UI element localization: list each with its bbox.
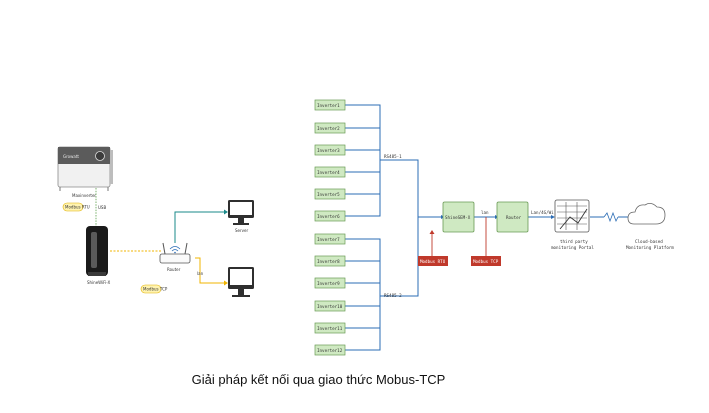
pc-monitor: [228, 267, 254, 297]
lan-small-label: lan: [481, 210, 489, 215]
modbus-rtu-tag-left: [62, 202, 84, 212]
inverter-box: Inverter4: [314, 166, 346, 178]
cloud-label-1: Cloud-based: [635, 239, 663, 244]
svg-text:Inverter6: Inverter6: [317, 214, 340, 219]
svg-text:Inverter8: Inverter8: [317, 259, 340, 264]
router-left: [159, 242, 191, 264]
modbus-rtu-right-text: Modbus RTU: [420, 259, 446, 264]
cloud-label-2: Monitoring Platform: [626, 245, 674, 250]
svg-text:Inverter11: Inverter11: [317, 326, 343, 331]
svg-text:Inverter10: Inverter10: [317, 304, 343, 309]
svg-text:Inverter5: Inverter5: [317, 192, 340, 197]
shinewifi-stick: [86, 226, 108, 276]
modbus-tcp-right-text: Modbus TCP: [473, 259, 499, 264]
server-label: Server: [235, 228, 248, 233]
router-label-right: Router: [506, 215, 522, 220]
svg-text:Inverter9: Inverter9: [317, 281, 340, 286]
lan-ui-label: Lan/4G/Wi: [531, 210, 554, 215]
portal-label-1: third party: [560, 239, 588, 244]
modbus-rtu-tag-text: Modbus RTU: [65, 205, 90, 210]
rs485-bus: [345, 104, 630, 351]
portal-label-2: monitoring Portal: [551, 245, 594, 250]
shinesem-box: [442, 201, 475, 233]
svg-text:Inverter2: Inverter2: [317, 126, 340, 131]
lan-label: lan: [197, 271, 204, 276]
wireless-signal: [603, 211, 619, 223]
svg-text:Inverter12: Inverter12: [317, 348, 343, 353]
svg-text:Inverter1: Inverter1: [317, 103, 340, 108]
usb-label: USB: [98, 205, 106, 210]
rs485-2-label: RS485-2: [384, 293, 402, 298]
portal-icon: [554, 199, 590, 233]
maxinverter: Growatt: [57, 146, 113, 191]
inverter-box: Inverter6: [314, 210, 346, 222]
pc-link: [195, 257, 224, 284]
modbus-rtu-tag-right: [418, 256, 448, 266]
inverter-list: Inverter1 Inverter2 Inverter3 Inverter4 …: [314, 99, 346, 356]
inverter-box: Inverter9: [314, 277, 346, 289]
inverter-box: Inverter3: [314, 144, 346, 156]
modbus-tcp-tag-left: [140, 284, 162, 294]
modbus-tcp-tag-text: Modbus TCP: [143, 287, 168, 292]
rs485-1-label: RS485-1: [384, 154, 402, 159]
server-link: [174, 211, 224, 243]
svg-text:Inverter4: Inverter4: [317, 170, 340, 175]
inverter-box: Inverter7: [314, 233, 346, 245]
caption-text: Giải pháp kết nối qua giao thức Mobus-TC…: [191, 372, 446, 387]
router-label-left: Router: [167, 267, 181, 272]
modbus-tcp-tag-right: [471, 256, 501, 266]
inverter-box: Inverter1: [314, 99, 346, 111]
inverter-box: Inverter11: [314, 322, 346, 334]
cloud-icon: [627, 203, 666, 225]
inverter-box: Inverter8: [314, 255, 346, 267]
inverter-box: Inverter2: [314, 122, 346, 134]
svg-text:Inverter7: Inverter7: [317, 237, 340, 242]
maxinverter-label: Maxinverter: [72, 193, 96, 198]
shinesem-label: ShineSEM-X: [445, 215, 471, 220]
router-box-right: [496, 201, 529, 233]
brand-text: Growatt: [63, 154, 79, 159]
inverter-box: Inverter5: [314, 188, 346, 200]
inverter-box: Inverter12: [314, 344, 346, 356]
server-monitor: [228, 200, 254, 225]
inverter-box: Inverter10: [314, 300, 346, 312]
svg-text:Inverter3: Inverter3: [317, 148, 340, 153]
caption: Giải pháp kết nối qua giao thức Mobus-TC…: [0, 372, 709, 387]
stick-label: ShineWiFi-X: [87, 280, 111, 285]
